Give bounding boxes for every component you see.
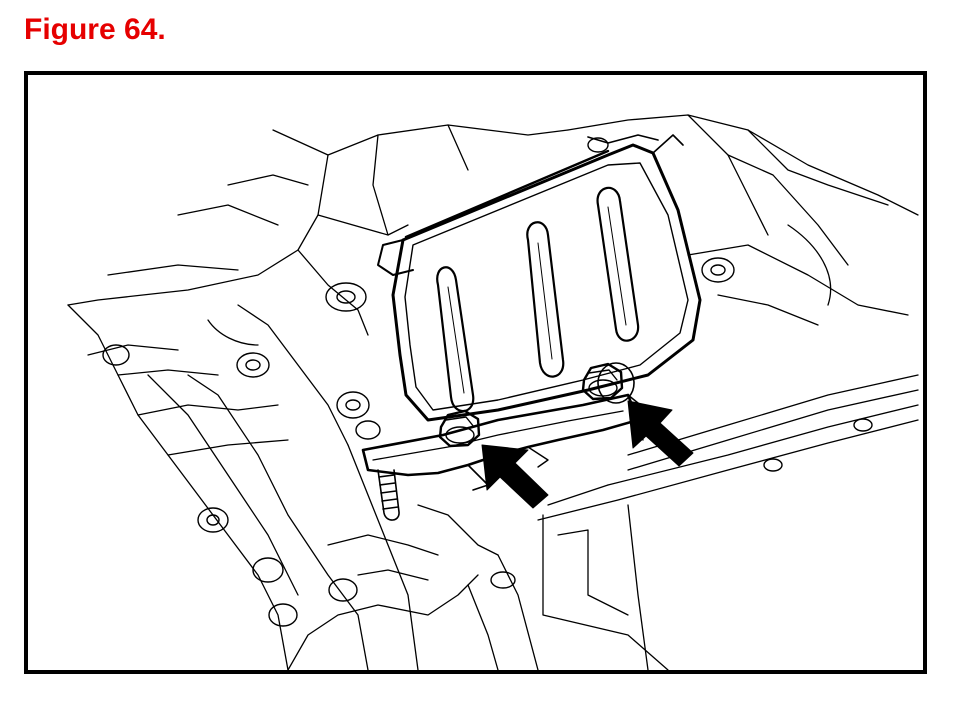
cover-plate bbox=[377, 134, 702, 422]
figure-title: Figure 64. bbox=[24, 13, 166, 46]
stud-bolt bbox=[377, 469, 400, 521]
housing-bolts bbox=[102, 137, 873, 627]
bracket-bolt-left bbox=[438, 409, 481, 448]
transmission-housing bbox=[67, 114, 919, 670]
bracket-bolt-right bbox=[581, 362, 635, 404]
arrow-left-bolt bbox=[481, 444, 549, 509]
arrow-right-bolt bbox=[627, 400, 694, 467]
illustration-frame bbox=[24, 71, 927, 674]
line-drawing bbox=[67, 114, 919, 670]
